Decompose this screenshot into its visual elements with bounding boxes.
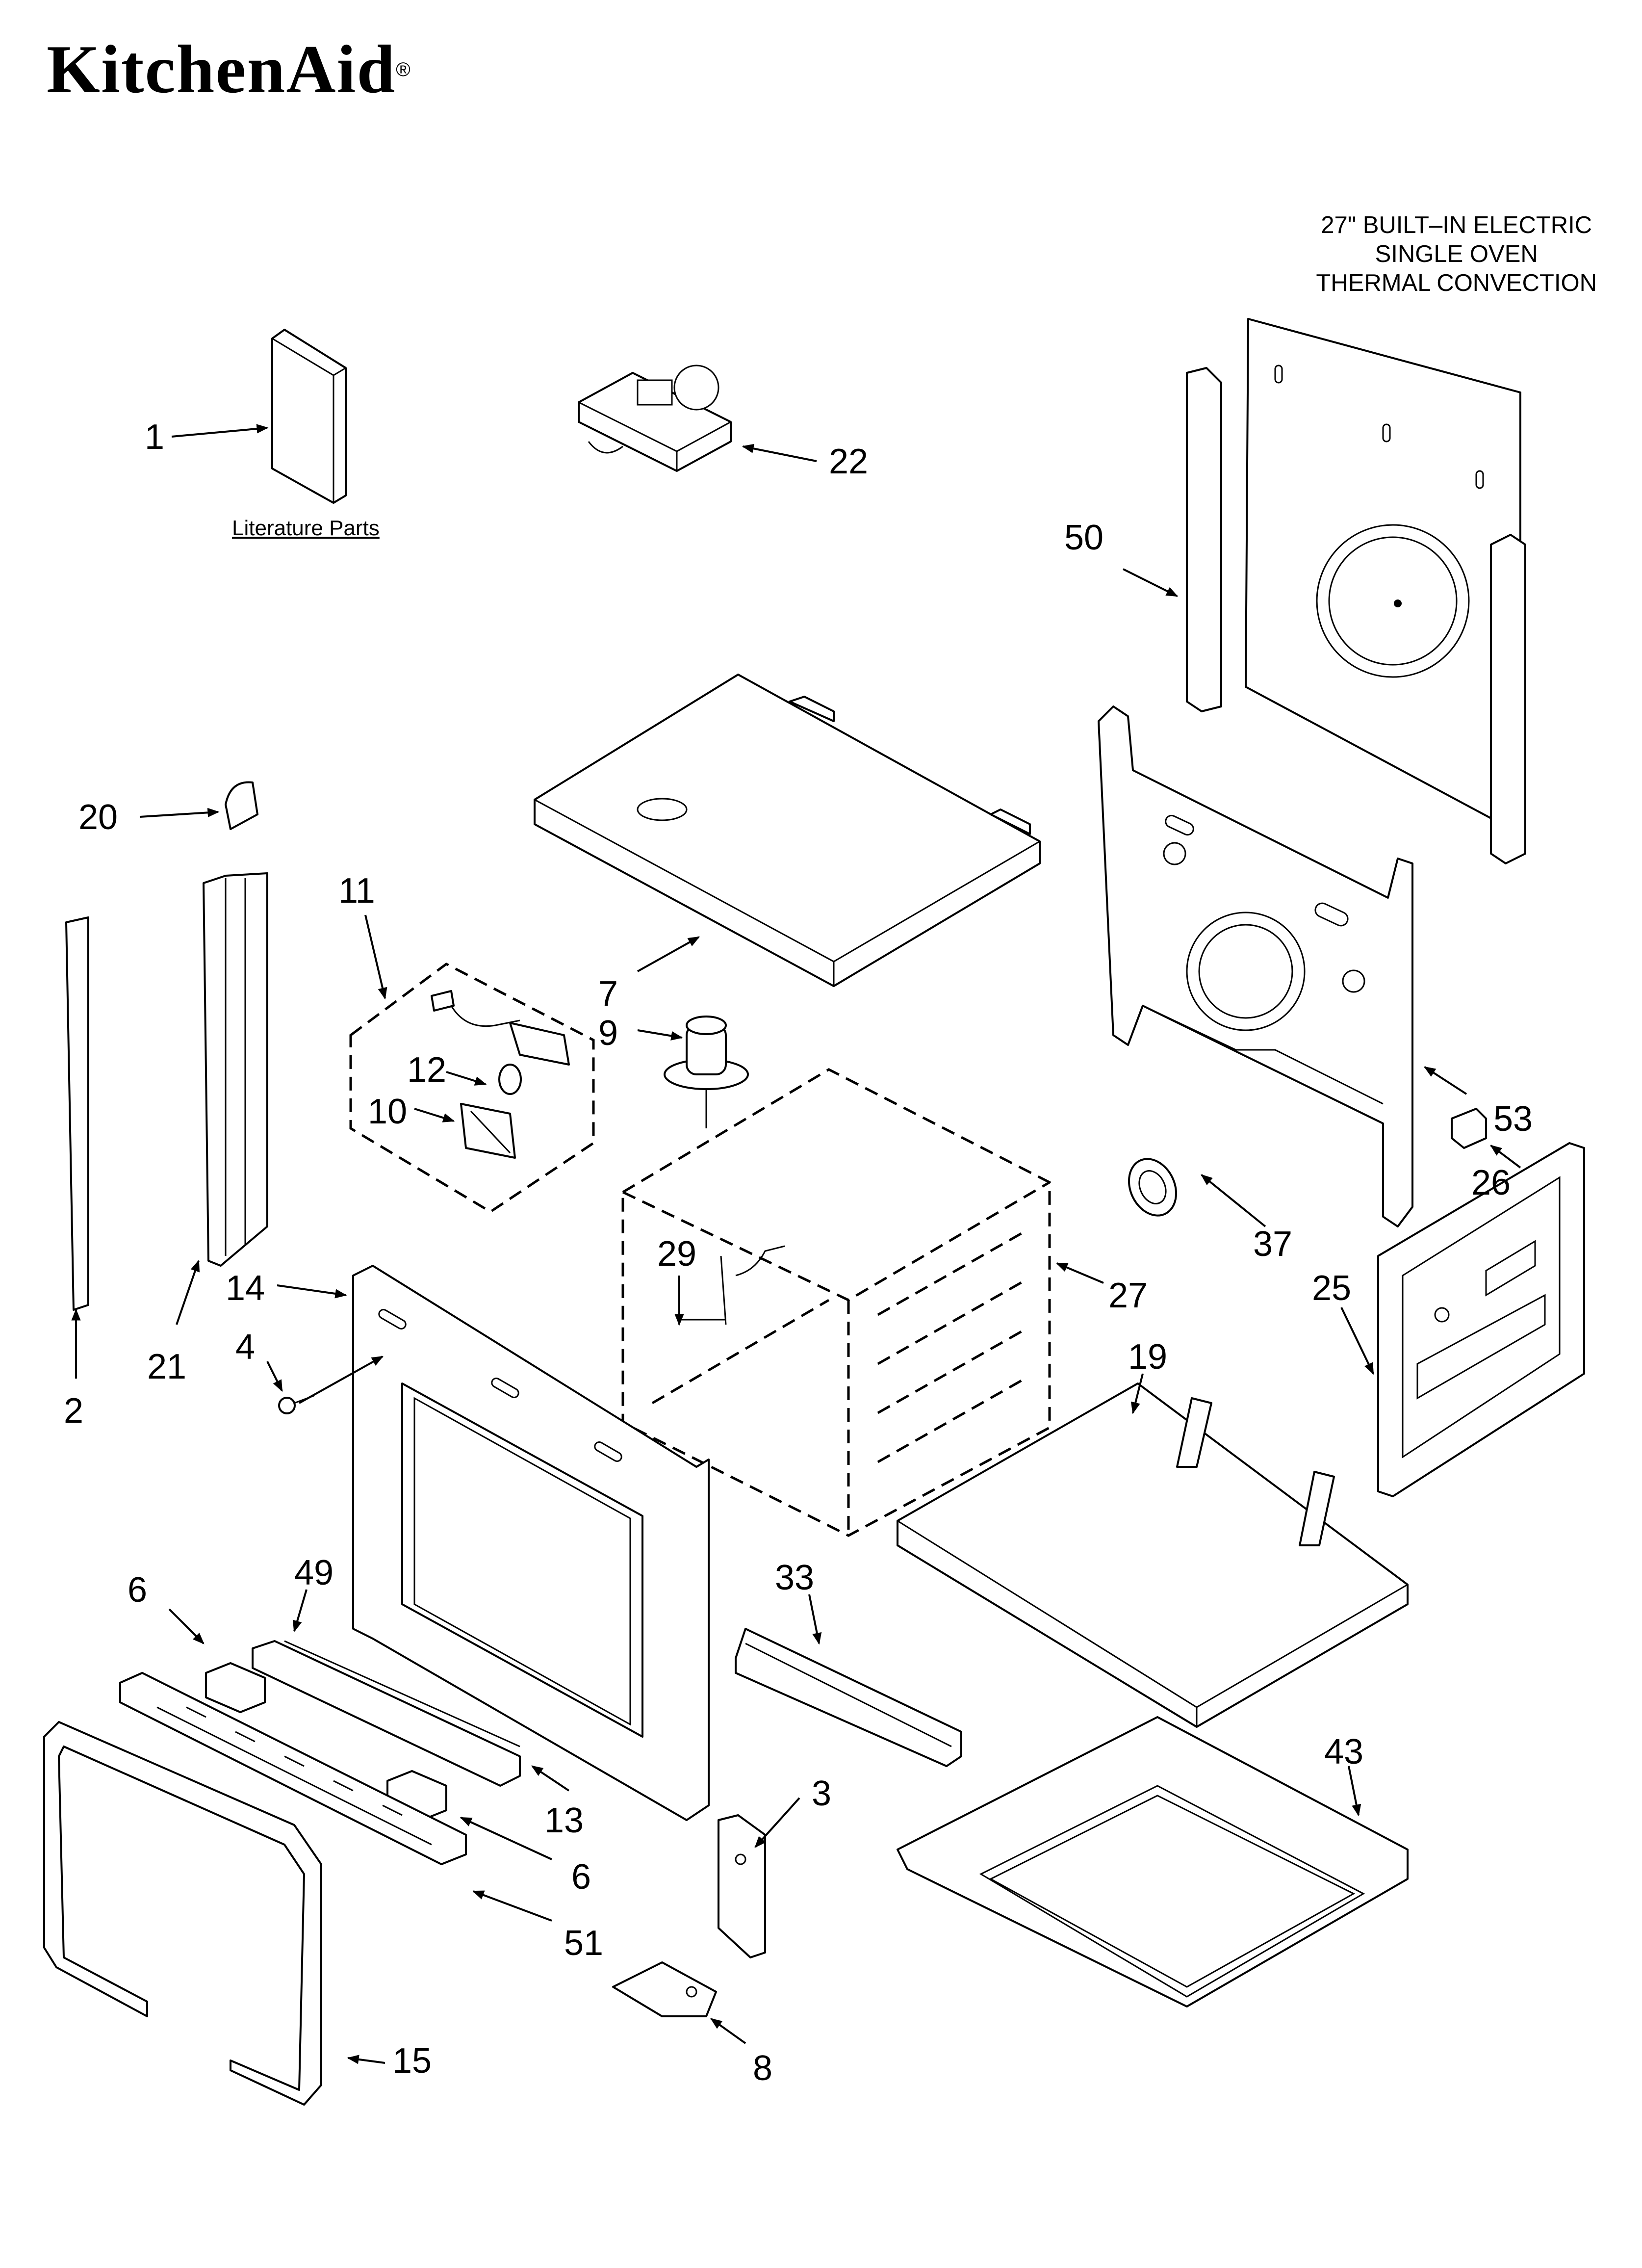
part-25-side-panel: [1377, 1142, 1585, 1497]
callout-2: 2: [64, 1391, 83, 1431]
callout-51: 51: [564, 1924, 603, 1963]
part-51-vent-trim: [119, 1672, 467, 1865]
part-7-top-panel: [534, 674, 1041, 987]
title-line-1: 27" BUILT–IN ELECTRIC: [1321, 212, 1592, 238]
part-20-cap: [225, 781, 258, 830]
part-3-bracket: [718, 1814, 766, 1958]
brand-name: KitchenAid: [47, 31, 396, 107]
callout-6-lower: 6: [571, 1857, 591, 1897]
callout-12: 12: [407, 1050, 446, 1090]
callout-8: 8: [753, 2049, 772, 2088]
part-26-convection-back: [1098, 705, 1413, 1227]
part-15-gasket: [43, 1721, 322, 2106]
callout-25: 25: [1312, 1269, 1351, 1308]
part-49-trim: [252, 1640, 521, 1787]
callout-50: 50: [1064, 518, 1103, 557]
part-37-thermal-switch: [1128, 1158, 1178, 1217]
part-33-rail: [735, 1628, 962, 1767]
literature-parts-label: Literature Parts: [232, 516, 380, 540]
callout-43: 43: [1324, 1732, 1363, 1772]
callout-9: 9: [598, 1014, 618, 1053]
part-21-side-channel: [203, 872, 268, 1267]
callout-33: 33: [775, 1558, 814, 1597]
brand-logo: KitchenAid®: [47, 35, 411, 104]
callout-19: 19: [1128, 1337, 1167, 1377]
callout-11: 11: [338, 871, 375, 911]
registered-mark: ®: [396, 59, 411, 80]
callout-1: 1: [145, 417, 164, 457]
part-14-front-frame: [352, 1265, 710, 1821]
part-6-block-upper: [205, 1662, 266, 1713]
callout-21: 21: [147, 1347, 186, 1386]
callouts: 1 22 50 20 11 7 9 12 10 53 26 37 29 27 2…: [64, 417, 1533, 2088]
callout-6-upper: 6: [128, 1570, 147, 1610]
part-22-control: [578, 365, 732, 472]
part-43-base-pan: [897, 1716, 1409, 2007]
callout-13: 13: [544, 1801, 584, 1840]
callout-29: 29: [657, 1234, 696, 1274]
callout-37: 37: [1253, 1225, 1292, 1264]
part-1-literature: [271, 329, 347, 504]
title-line-2: SINGLE OVEN: [1375, 241, 1538, 267]
callout-14: 14: [226, 1269, 265, 1308]
part-8-plate: [612, 1961, 717, 2017]
part-9-fan-motor: [664, 1016, 749, 1128]
callout-26: 26: [1471, 1163, 1511, 1202]
callout-27: 27: [1108, 1276, 1148, 1315]
callout-22: 22: [829, 442, 868, 481]
callout-10: 10: [368, 1092, 407, 1131]
callout-3: 3: [812, 1774, 831, 1813]
title-line-3: THERMAL CONVECTION: [1316, 270, 1597, 296]
leader-lines: [71, 424, 1521, 2064]
part-19-bottom-panel: [897, 1382, 1409, 1728]
callout-15: 15: [392, 2041, 432, 2081]
callout-4: 4: [235, 1328, 255, 1367]
part-2-trim: [65, 916, 89, 1311]
part-50-rear-panel: [1186, 318, 1526, 864]
diagram-title: 27" BUILT–IN ELECTRIC SINGLE OVEN THERMA…: [1316, 211, 1597, 298]
callout-20: 20: [78, 798, 118, 837]
callout-49: 49: [294, 1553, 334, 1592]
part-53-bracket: [1451, 1108, 1487, 1149]
callout-53: 53: [1493, 1099, 1533, 1139]
callout-7: 7: [598, 974, 618, 1014]
part-11-light-kit: [349, 963, 595, 1213]
